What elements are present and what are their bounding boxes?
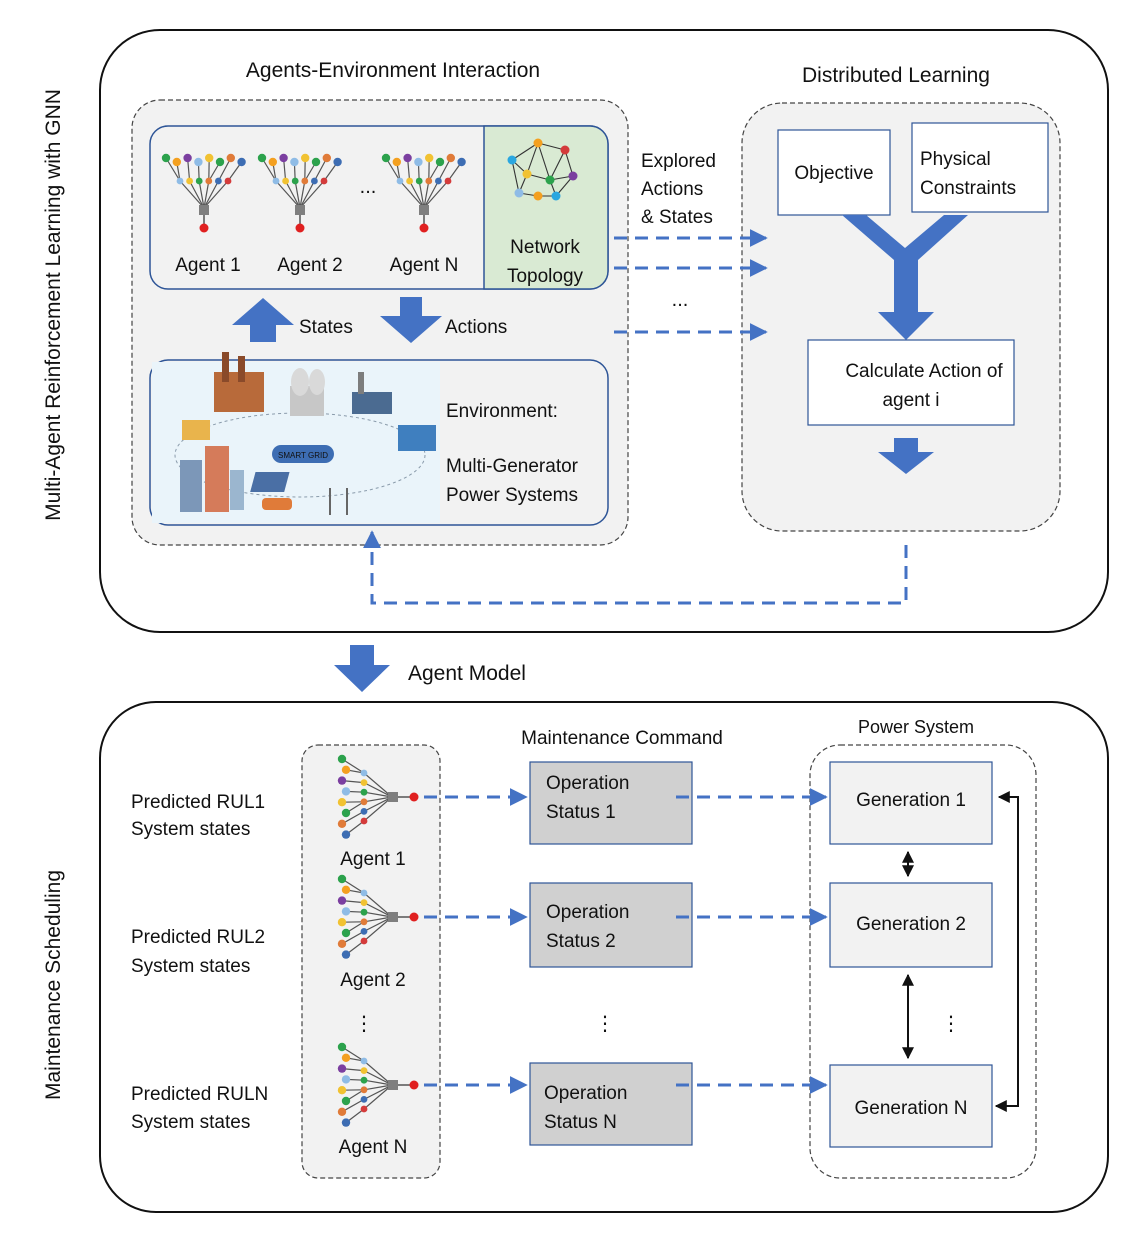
network-graph-icon [507,138,578,201]
states-arrow [232,298,294,342]
operation-box-1 [529,761,693,845]
svg-text:SMART GRID: SMART GRID [278,451,328,460]
agents-ellipsis: ... [360,176,377,198]
agent-tree-icon-1 [161,153,246,233]
side-label-top: Multi-Agent Reinforcement Learning with … [42,89,65,521]
agent-model-arrow [334,645,390,692]
generation-box-2 [829,882,993,968]
generations-ellipsis: ⋮ [941,1013,961,1035]
genn-gen1-loop [994,791,1019,1112]
states-label: States [299,317,353,338]
operations-ellipsis: ⋮ [595,1013,615,1035]
network-topology-panel [483,125,609,290]
bottom-agent-label-2: Agent 2 [340,970,406,991]
generation-label-2: Generation 2 [856,914,966,935]
generation-box-1 [829,761,993,845]
agent-tree-icon-n [381,153,466,233]
side-label-bottom: Maintenance Scheduling [42,870,65,1100]
environment-label: Environment: [446,401,558,422]
interaction-title: Agents-Environment Interaction [246,59,540,82]
operation-box-n [529,1062,693,1146]
bottom-agent-tree-icon-1 [337,754,419,839]
distributed-title: Distributed Learning [802,64,990,87]
actions-arrow [380,297,442,343]
physical-constraints-box [911,122,1049,213]
top-agent-label-n: Agent N [390,255,459,276]
agent-tree-icon-2 [257,153,342,233]
smart-grid-illustration: SMART GRID [152,352,440,523]
actions-label: Actions [445,317,507,338]
output-arrow [878,438,934,474]
feedback-arrow [363,530,908,605]
calculate-action-box [807,339,1015,426]
maintenance-command-title: Maintenance Command [521,728,723,749]
generation-label-n: Generation N [854,1098,967,1119]
bottom-agent-label-n: Agent N [339,1137,408,1158]
operation-box-2 [529,882,693,968]
bottom-agents-region [301,744,441,1179]
objective-label: Objective [794,163,873,184]
power-system-title: Power System [858,717,974,737]
bottom-agents-ellipsis: ⋮ [354,1013,374,1035]
bottom-agent-tree-icon-2 [337,874,419,959]
objective-box [777,129,891,216]
bottom-agent-label-1: Agent 1 [340,849,406,870]
arrows-ellipsis: ... [672,289,689,311]
merge-arrow [842,215,968,340]
generation-label-1: Generation 1 [856,790,966,811]
generation-box-n [829,1064,993,1148]
top-agent-label-1: Agent 1 [175,255,241,276]
agent-model-label: Agent Model [408,662,526,685]
top-agent-label-2: Agent 2 [277,255,343,276]
bottom-agent-tree-icon-n [337,1042,419,1127]
